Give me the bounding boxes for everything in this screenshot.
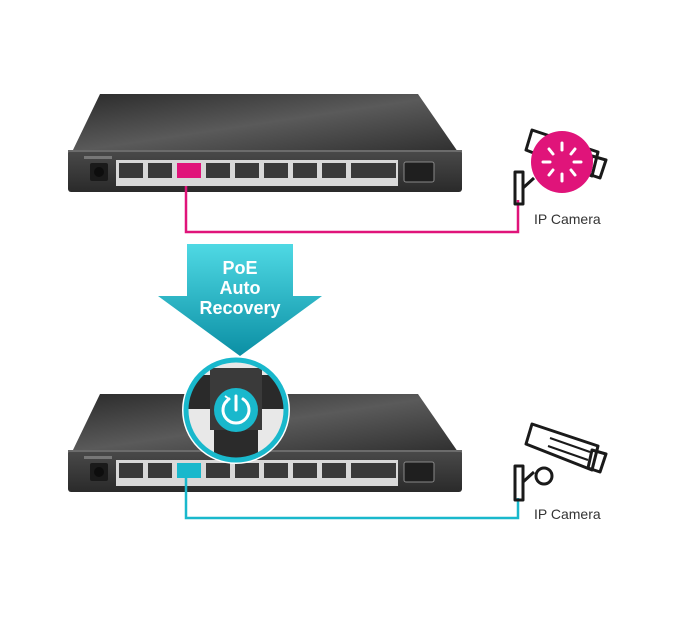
arrow-line-3: Recovery — [199, 298, 281, 318]
loading-spinner-icon — [531, 131, 593, 193]
bottom-recovered-cable — [184, 478, 520, 520]
port-zoom-circle — [182, 356, 290, 464]
top-ports — [119, 163, 396, 178]
bottom-switch — [68, 394, 462, 492]
bottom-ports — [119, 463, 396, 478]
top-switch — [68, 94, 462, 192]
recovery-arrow — [158, 244, 322, 356]
bottom-camera-icon — [513, 422, 608, 502]
power-recovery-icon — [214, 388, 258, 432]
recovery-arrow-text: PoE Auto Recovery — [175, 258, 305, 318]
recovered-port — [177, 463, 201, 478]
arrow-line-1: PoE — [222, 258, 258, 278]
arrow-line-2: Auto — [219, 278, 261, 298]
top-camera-label: IP Camera — [534, 211, 601, 227]
fault-port — [177, 163, 201, 178]
top-fault-cable — [184, 186, 520, 234]
bottom-camera-label: IP Camera — [534, 506, 601, 522]
